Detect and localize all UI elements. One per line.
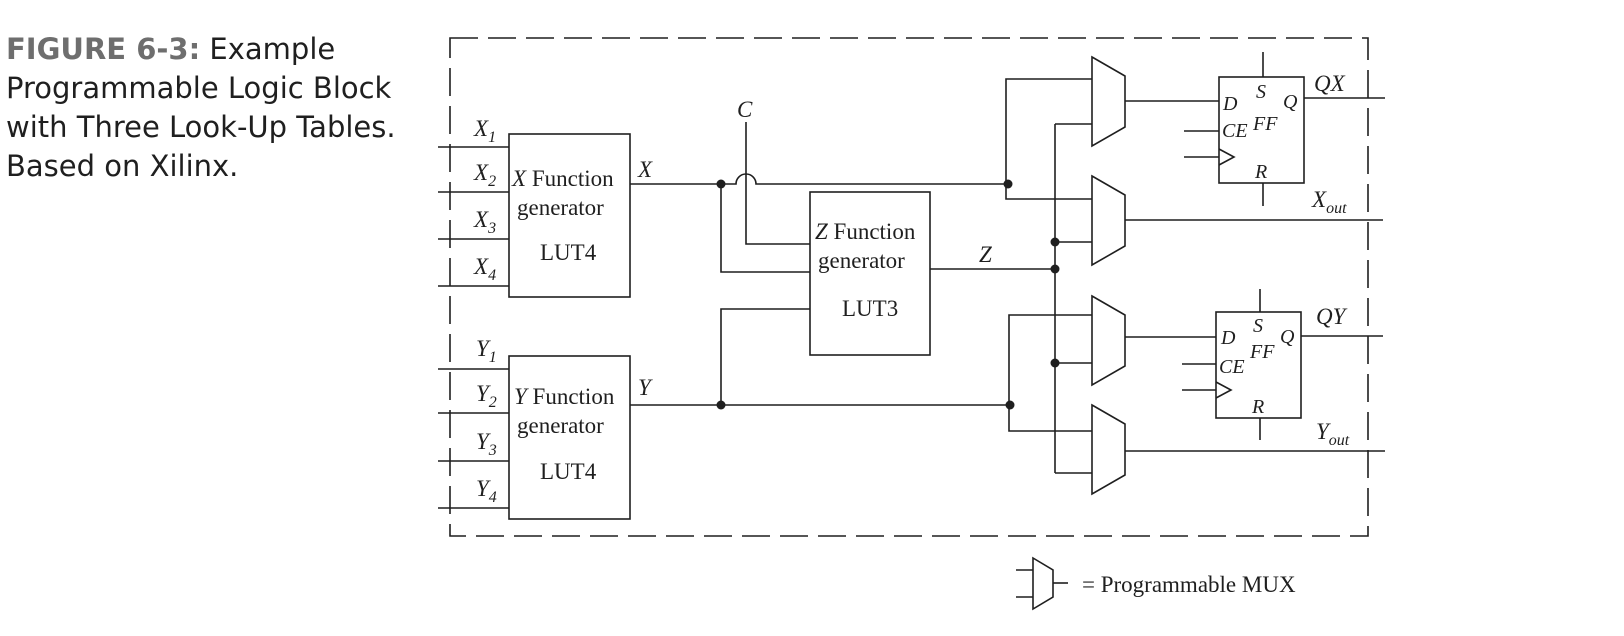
lut-x-type: LUT4 xyxy=(540,240,597,265)
c-input-label: C xyxy=(737,97,753,122)
y-input-lines xyxy=(438,368,509,509)
lut-z-title: Z Function xyxy=(815,219,916,244)
mux-qx xyxy=(1091,55,1126,148)
lut-z-block: Z Function generator LUT3 xyxy=(809,191,931,356)
z-signal-label: Z xyxy=(979,242,992,267)
input-y3-label: Y3 xyxy=(476,429,497,459)
mux-qy xyxy=(1091,294,1126,387)
figure-caption: FIGURE 6-3: Example Programmable Logic B… xyxy=(6,30,426,186)
x-signal-label: X xyxy=(637,157,653,182)
x-input-lines xyxy=(438,146,509,287)
x-to-lut3-wire xyxy=(720,184,810,273)
ffy-ff-label: FF xyxy=(1249,341,1275,363)
x-signal-wire xyxy=(630,173,1008,185)
legend-mux-icon xyxy=(1032,556,1054,611)
y-mux-feed-wire xyxy=(1008,314,1092,432)
mux-yout xyxy=(1091,403,1126,496)
lut-y-type: LUT4 xyxy=(540,459,597,484)
xout-label: Xout xyxy=(1311,187,1347,217)
figure-caption-text: Example Programmable Logic Block with Th… xyxy=(6,32,396,183)
logic-block-boundary xyxy=(449,37,1369,537)
ffy-r-label: R xyxy=(1251,396,1264,418)
lut-z-line2: generator xyxy=(818,248,905,273)
yout-label: Yout xyxy=(1316,419,1350,449)
input-x2-label: X2 xyxy=(473,160,496,190)
z-mux-feed-wires xyxy=(1055,123,1092,474)
mux-xout xyxy=(1091,174,1126,267)
c-input-wire xyxy=(745,122,810,245)
junction-dots xyxy=(716,179,1060,410)
x-mux-feed-wire xyxy=(1005,78,1092,200)
input-x3-label: X3 xyxy=(473,207,496,237)
ffx-ce-label: CE xyxy=(1222,120,1248,142)
ffy-s-label: S xyxy=(1253,315,1263,337)
ffx-q-label: Q xyxy=(1283,91,1298,113)
input-x4-label: X4 xyxy=(473,254,496,284)
lut-z-type: LUT3 xyxy=(842,296,898,321)
qy-output-label: QY xyxy=(1316,304,1348,329)
y-signal-label: Y xyxy=(638,375,653,400)
qx-output-label: QX xyxy=(1314,71,1346,96)
figure-label: FIGURE 6-3: xyxy=(6,32,201,66)
flipflop-x: D S Q CE FF R xyxy=(1184,52,1385,206)
ffx-ff-label: FF xyxy=(1252,113,1278,135)
ffx-r-label: R xyxy=(1254,161,1267,183)
lut-x-title: X Function xyxy=(511,166,614,191)
lut-y-line2: generator xyxy=(517,413,604,438)
flipflop-y: D S Q CE FF R xyxy=(1182,289,1383,440)
input-y1-label: Y1 xyxy=(476,336,497,366)
ffx-d-label: D xyxy=(1222,93,1238,115)
legend-label: = Programmable MUX xyxy=(1082,572,1296,597)
lut-x-line2: generator xyxy=(517,195,604,220)
ffy-ce-label: CE xyxy=(1219,356,1245,378)
input-y4-label: Y4 xyxy=(476,476,497,506)
input-y2-label: Y2 xyxy=(476,381,497,411)
lut-y-title: Y Function xyxy=(514,384,615,409)
ffx-s-label: S xyxy=(1256,81,1266,103)
legend: = Programmable MUX xyxy=(1016,556,1296,611)
input-x1-label: X1 xyxy=(473,116,496,146)
y-to-lut3-wire xyxy=(720,308,810,405)
lut-x-block: X Function generator LUT4 xyxy=(508,133,631,298)
ffy-q-label: Q xyxy=(1280,326,1295,348)
ffy-d-label: D xyxy=(1220,327,1236,349)
lut-y-block: Y Function generator LUT4 xyxy=(508,355,631,520)
